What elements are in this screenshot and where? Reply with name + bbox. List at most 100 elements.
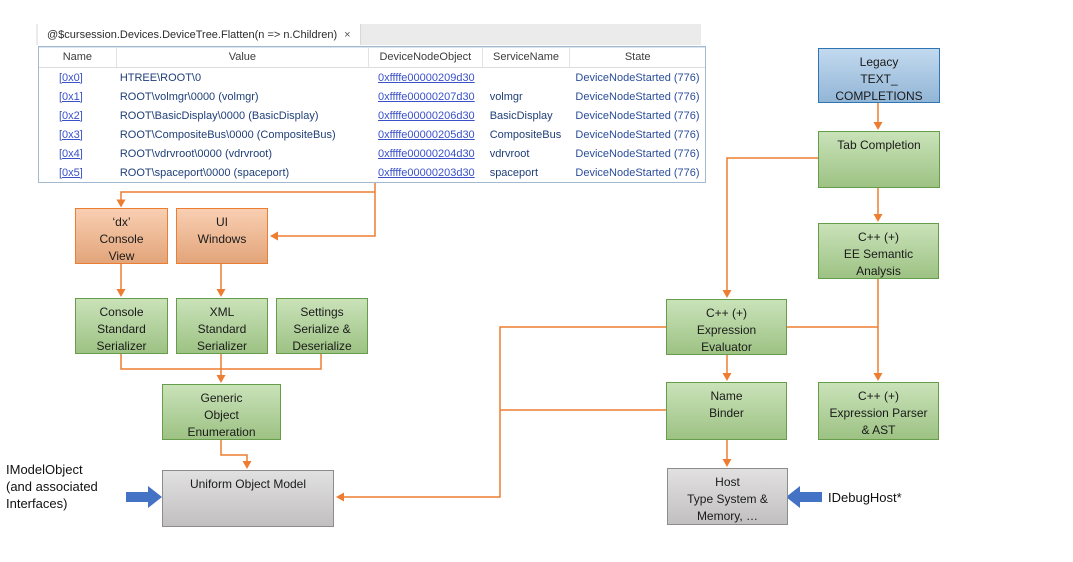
table-cell: [0x3] <box>39 125 116 144</box>
servicename-cell: BasicDisplay <box>489 109 553 122</box>
table-cell: spaceport <box>482 163 570 182</box>
arrowhead <box>722 373 732 381</box>
table-cell: DeviceNodeStarted (776) <box>569 106 705 125</box>
arrowhead <box>873 373 883 381</box>
table-cell: HTREE\ROOT\0 <box>116 68 368 87</box>
servicename-cell: vdrvroot <box>489 147 530 160</box>
arrowhead <box>216 289 226 297</box>
name-link[interactable]: [0x4] <box>59 147 83 160</box>
arrowhead <box>116 289 126 297</box>
state-cell: DeviceNodeStarted (776) <box>575 128 700 141</box>
node-name-binder: Name Binder <box>666 382 787 440</box>
idebughost-arrow-icon <box>786 486 822 508</box>
table-cell: volmgr <box>482 87 570 106</box>
table-row: [0x1] ROOT\volmgr\0000 (volmgr) 0xffffe000… <box>39 87 705 106</box>
table-row: [0x2] ROOT\BasicDisplay\0000 (BasicDispla… <box>39 106 705 125</box>
connector-table-to-dx <box>120 191 375 200</box>
table-cell: DeviceNodeStarted (776) <box>569 68 705 87</box>
arrowhead <box>336 492 344 502</box>
node-ee-semantic-analysis: C++ (+) EE Semantic Analysis <box>818 223 939 279</box>
name-link[interactable]: [0x1] <box>59 90 83 103</box>
table-cell: CompositeBus <box>482 125 570 144</box>
column-header-name: Name <box>62 51 93 63</box>
arrowhead <box>722 459 732 467</box>
table-row: [0x5] ROOT\spaceport\0000 (spaceport) 0xff… <box>39 163 705 182</box>
state-cell: DeviceNodeStarted (776) <box>575 147 700 160</box>
servicename-cell: volmgr <box>489 90 523 103</box>
connector-generic-to-uniform <box>220 440 248 462</box>
arrowhead <box>873 214 883 222</box>
arrowhead <box>216 375 226 383</box>
value-cell: ROOT\BasicDisplay\0000 (BasicDisplay) <box>119 109 319 122</box>
column-header-value: Value <box>115 47 368 67</box>
tab-title: @$cursession.Devices.DeviceTree.Flatten(… <box>47 28 338 41</box>
connector-table-to-ui-windows <box>272 183 376 237</box>
table-cell <box>482 68 570 87</box>
name-link[interactable]: [0x2] <box>59 109 83 122</box>
arrowhead <box>116 199 126 208</box>
column-header-devicenodeobject: DeviceNodeObject <box>368 47 482 67</box>
node-tab-completion: Tab Completion <box>818 131 940 188</box>
devicenodeobject-link[interactable]: 0xffffe00000207d30 <box>378 90 475 103</box>
tab-bar: @$cursession.Devices.DeviceTree.Flatten(… <box>36 24 701 45</box>
table-cell: DeviceNodeStarted (776) <box>569 144 705 163</box>
devicenodeobject-link[interactable]: 0xffffe00000203d30 <box>378 166 475 179</box>
tab-close-icon[interactable]: × <box>344 28 351 41</box>
name-link[interactable]: [0x3] <box>59 128 83 141</box>
value-cell: ROOT\volmgr\0000 (volmgr) <box>119 90 259 103</box>
table-cell: 0xffffe00000205d30 <box>368 125 482 144</box>
arrowhead <box>270 231 278 241</box>
devicenodeobject-link[interactable]: 0xffffe00000204d30 <box>378 147 475 160</box>
table-cell: ROOT\vdrvroot\0000 (vdrvroot) <box>116 144 368 163</box>
table-row: [0x0] HTREE\ROOT\0 0xffffe00000209d30 Devic… <box>39 68 705 87</box>
name-link[interactable]: [0x5] <box>59 166 83 179</box>
devicenodeobject-link[interactable]: 0xffffe00000209d30 <box>378 71 475 84</box>
devicenodeobject-link[interactable]: 0xffffe00000205d30 <box>378 128 475 141</box>
table-cell: [0x4] <box>39 144 116 163</box>
state-cell: DeviceNodeStarted (776) <box>575 71 700 84</box>
devicenodeobject-link[interactable]: 0xffffe00000206d30 <box>378 109 475 122</box>
node-xml-serializer: XML Standard Serializer <box>176 298 268 354</box>
table-cell: ROOT\spaceport\0000 (spaceport) <box>116 163 368 182</box>
device-table: Name Value DeviceNodeObject ServiceName … <box>38 46 706 183</box>
table-cell: 0xffffe00000204d30 <box>368 144 482 163</box>
node-expression-evaluator: C++ (+) Expression Evaluator <box>666 299 787 355</box>
node-console-serializer: Console Standard Serializer <box>75 298 168 354</box>
name-link[interactable]: [0x0] <box>59 71 83 84</box>
value-cell: ROOT\CompositeBus\0000 (CompositeBus) <box>119 128 336 141</box>
arrowhead <box>722 290 732 298</box>
table-cell: vdrvroot <box>482 144 570 163</box>
node-host-type-system: Host Type System & Memory, … <box>667 468 788 525</box>
state-cell: DeviceNodeStarted (776) <box>575 166 700 179</box>
value-cell: ROOT\spaceport\0000 (spaceport) <box>119 166 290 179</box>
value-cell: HTREE\ROOT\0 <box>119 71 202 84</box>
table-cell: [0x0] <box>39 68 116 87</box>
table-cell: 0xffffe00000206d30 <box>368 106 482 125</box>
node-uniform-object-model: Uniform Object Model <box>162 470 334 527</box>
idebughost-label: IDebugHost* <box>828 490 902 505</box>
table-row: [0x4] ROOT\vdrvroot\0000 (vdrvroot) 0xffff… <box>39 144 705 163</box>
node-ui-windows: UI Windows <box>176 208 268 264</box>
watch-query-tab[interactable]: @$cursession.Devices.DeviceTree.Flatten(… <box>38 24 361 45</box>
arrowhead <box>873 122 883 130</box>
column-header-state: State <box>569 47 705 67</box>
table-header: Name Value DeviceNodeObject ServiceName … <box>39 47 705 68</box>
node-dx-console-view: ‘dx’ Console View <box>75 208 168 264</box>
node-generic-enumeration: Generic Object Enumeration <box>162 384 281 440</box>
table-cell: 0xffffe00000207d30 <box>368 87 482 106</box>
connector-serializer-merge <box>120 354 322 370</box>
table-cell: DeviceNodeStarted (776) <box>569 87 705 106</box>
table-row: [0x3] ROOT\CompositeBus\0000 (CompositeBu… <box>39 125 705 144</box>
node-settings-serializer: Settings Serialize & Deserialize <box>276 298 368 354</box>
servicename-cell: spaceport <box>489 166 538 179</box>
node-expression-parser: C++ (+) Expression Parser & AST <box>818 382 939 440</box>
table-cell: ROOT\volmgr\0000 (volmgr) <box>116 87 368 106</box>
connector-evaluator-to-uniform <box>338 326 666 498</box>
servicename-cell: CompositeBus <box>489 128 562 141</box>
table-cell: [0x2] <box>39 106 116 125</box>
state-cell: DeviceNodeStarted (776) <box>575 90 700 103</box>
column-header-servicename: ServiceName <box>481 47 570 67</box>
table-cell: [0x1] <box>39 87 116 106</box>
